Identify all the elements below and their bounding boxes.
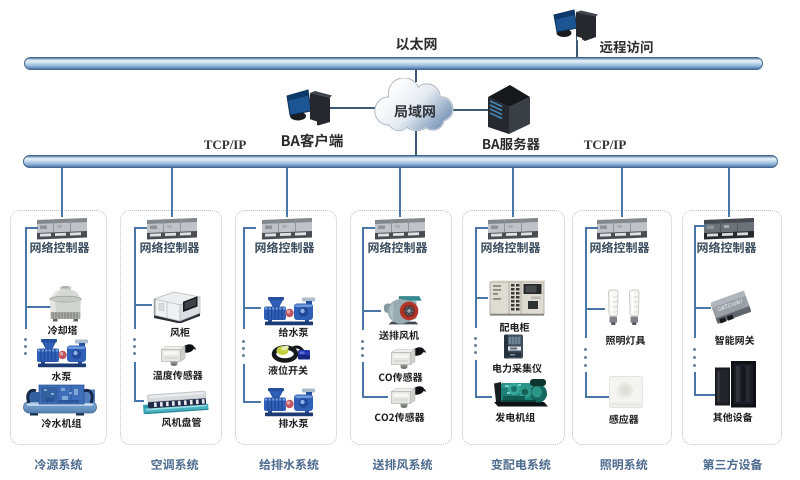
svg-text:局域网: 局域网 [394,102,436,122]
